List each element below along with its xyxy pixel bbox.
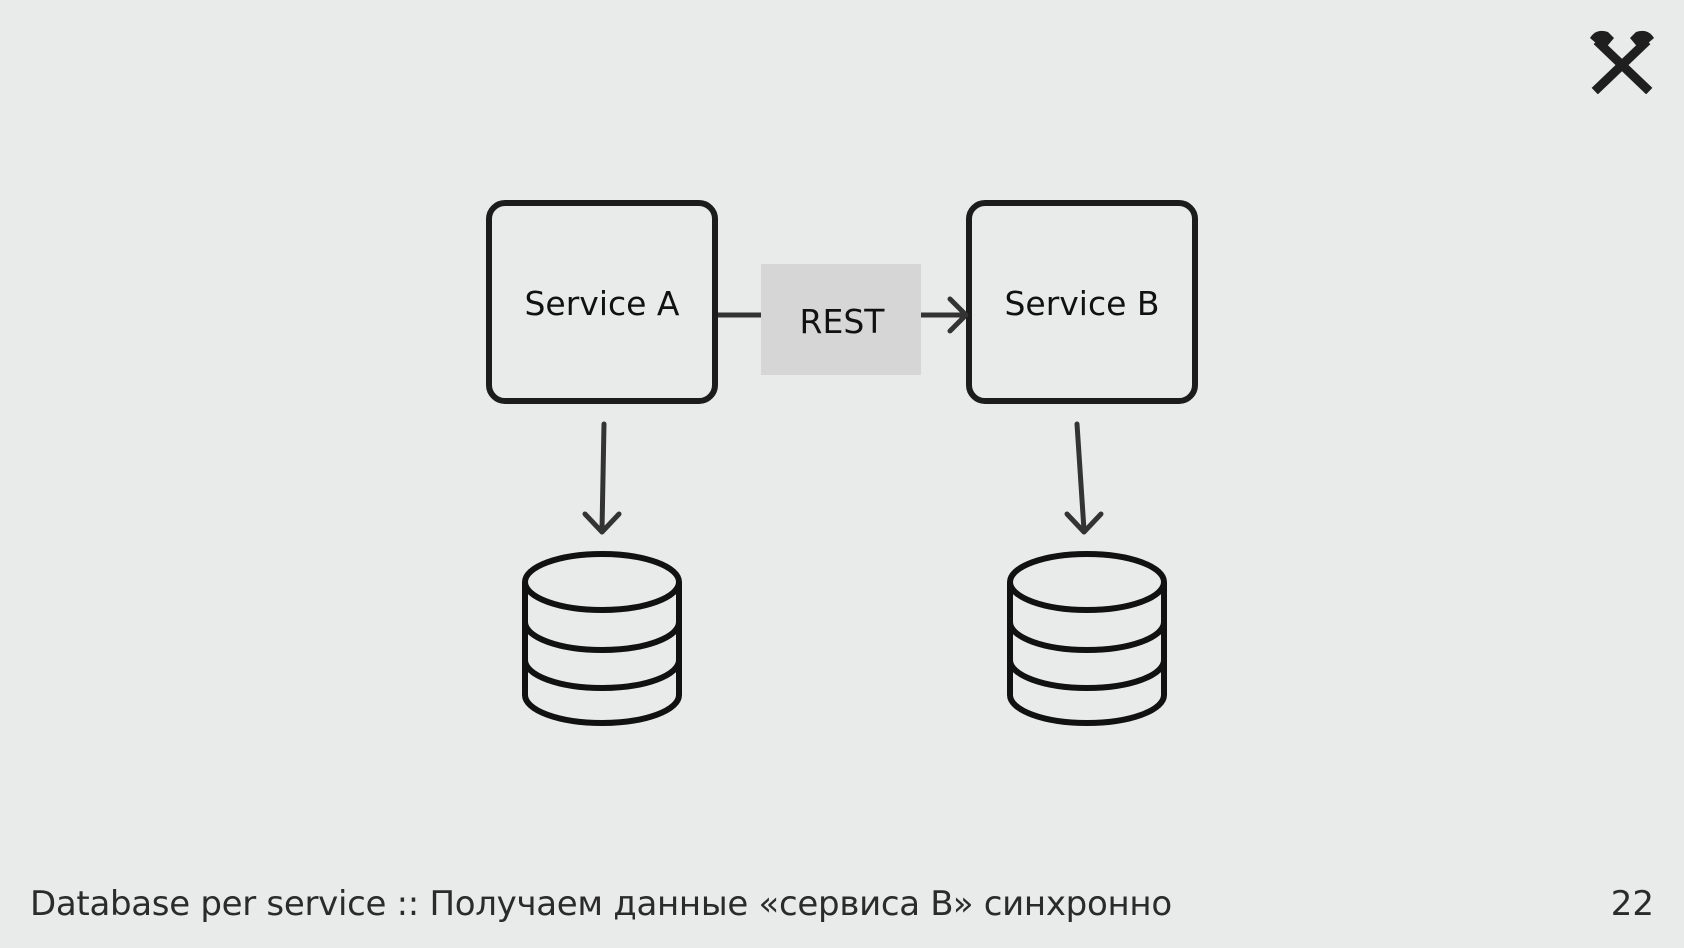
service-b-label: Service B: [1004, 284, 1159, 323]
rest-connector: REST: [718, 264, 969, 375]
database-b-icon: [1007, 551, 1167, 726]
page-number: 22: [1610, 884, 1654, 924]
arrow-a-to-db: [582, 421, 622, 535]
rest-label: REST: [800, 302, 886, 341]
rest-label-box: [761, 264, 921, 375]
service-a-node: Service A: [486, 200, 718, 404]
database-a-icon: [522, 551, 682, 726]
slide-caption: Database per service :: Получаем данные …: [30, 884, 1172, 924]
rest-arrow-head: [947, 296, 969, 334]
service-b-node: Service B: [966, 200, 1198, 404]
service-a-label: Service A: [524, 284, 679, 323]
arrow-b-to-db: [1064, 421, 1104, 535]
crossed-hammers-icon: [1590, 30, 1654, 94]
